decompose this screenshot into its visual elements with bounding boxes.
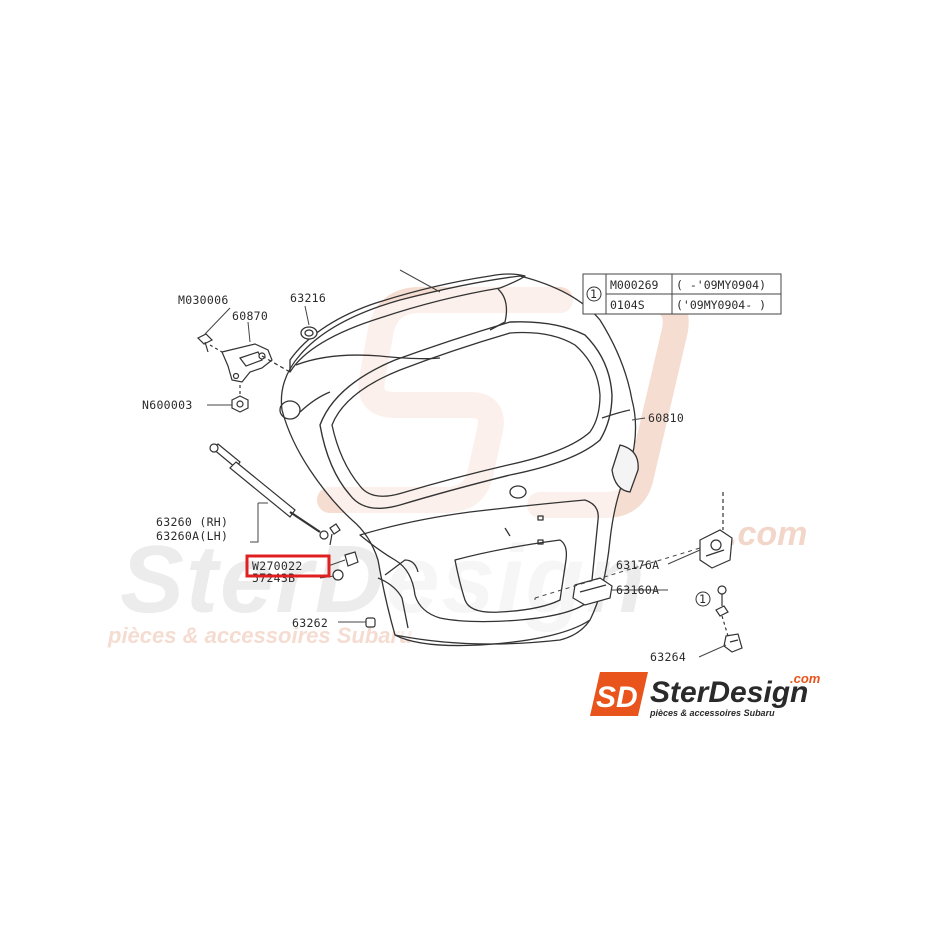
label-60870: 60870 xyxy=(232,309,268,323)
latch-bolt xyxy=(715,585,729,617)
window-inner xyxy=(331,331,601,497)
label-63176a: 63176A xyxy=(616,558,659,572)
logo-mark-bg xyxy=(590,672,648,716)
logo-domain: .com xyxy=(790,671,821,686)
window-opening xyxy=(319,321,613,509)
hinge-bolt xyxy=(196,333,214,353)
tailgate-outer-shell xyxy=(280,275,637,647)
sterdesign-logo: SD SterDesign .com pièces & accessoires … xyxy=(590,671,821,718)
callout-1-mark: 1 xyxy=(695,591,711,607)
part-labels: M030006 63216 60870 N600003 60810 63260 … xyxy=(142,291,686,664)
watermark-domain: .com xyxy=(728,515,807,553)
tailgate-spoiler xyxy=(289,273,526,373)
hinge-nut xyxy=(231,395,249,413)
striker-63264 xyxy=(723,633,743,653)
gas-strut xyxy=(209,443,329,540)
spoiler-fin xyxy=(489,288,508,331)
label-63260: 63260 (RH) xyxy=(156,515,228,529)
label-63160a: 63160A xyxy=(616,583,659,597)
clip-w270022 xyxy=(344,551,359,567)
label-63262: 63262 xyxy=(292,616,328,630)
license-plate-recess xyxy=(454,539,568,613)
right-tail-light xyxy=(611,444,639,493)
label-m030006: M030006 xyxy=(178,293,229,307)
label-w270022: W270022 xyxy=(252,559,303,573)
left-bump xyxy=(279,400,301,420)
plug-63262 xyxy=(365,617,376,628)
tailgate-assembly xyxy=(279,273,639,647)
handle-63160a xyxy=(572,577,613,606)
callout-1-text: 1 xyxy=(699,592,706,606)
label-63216: 63216 xyxy=(290,291,326,305)
leader-lines xyxy=(204,269,727,658)
strut-mount-parts xyxy=(329,523,376,628)
latch-group xyxy=(572,492,743,653)
table-row-2-range: ('09MY0904- ) xyxy=(676,298,766,312)
logo-mark: SD xyxy=(596,681,638,714)
watermark-tagline: pièces & accessoires Subaru xyxy=(107,623,413,648)
label-60810: 60810 xyxy=(648,411,684,425)
fitment-table: 1 M000269 ( -'09MY0904) 0104S ('09MY0904… xyxy=(582,273,782,315)
label-63264: 63264 xyxy=(650,650,686,664)
emblem xyxy=(509,485,527,499)
spoiler-edge xyxy=(295,354,441,366)
table-row-2-part: 0104S xyxy=(610,298,645,312)
hinge-group xyxy=(196,333,291,413)
table-row-1-part: M000269 xyxy=(610,278,659,292)
label-n600003: N600003 xyxy=(142,398,193,412)
grommet-57243b xyxy=(332,569,344,581)
highlight-box xyxy=(245,554,331,578)
logo-tagline: pièces & accessoires Subaru xyxy=(649,708,775,718)
lower-panel xyxy=(359,499,599,623)
label-63260a: 63260A(LH) xyxy=(156,529,228,543)
logo-brand: SterDesign xyxy=(650,676,808,709)
table-row-1-range: ( -'09MY0904) xyxy=(676,278,766,292)
table-symbol: 1 xyxy=(590,287,597,301)
label-57243b: 57243B xyxy=(252,571,295,585)
